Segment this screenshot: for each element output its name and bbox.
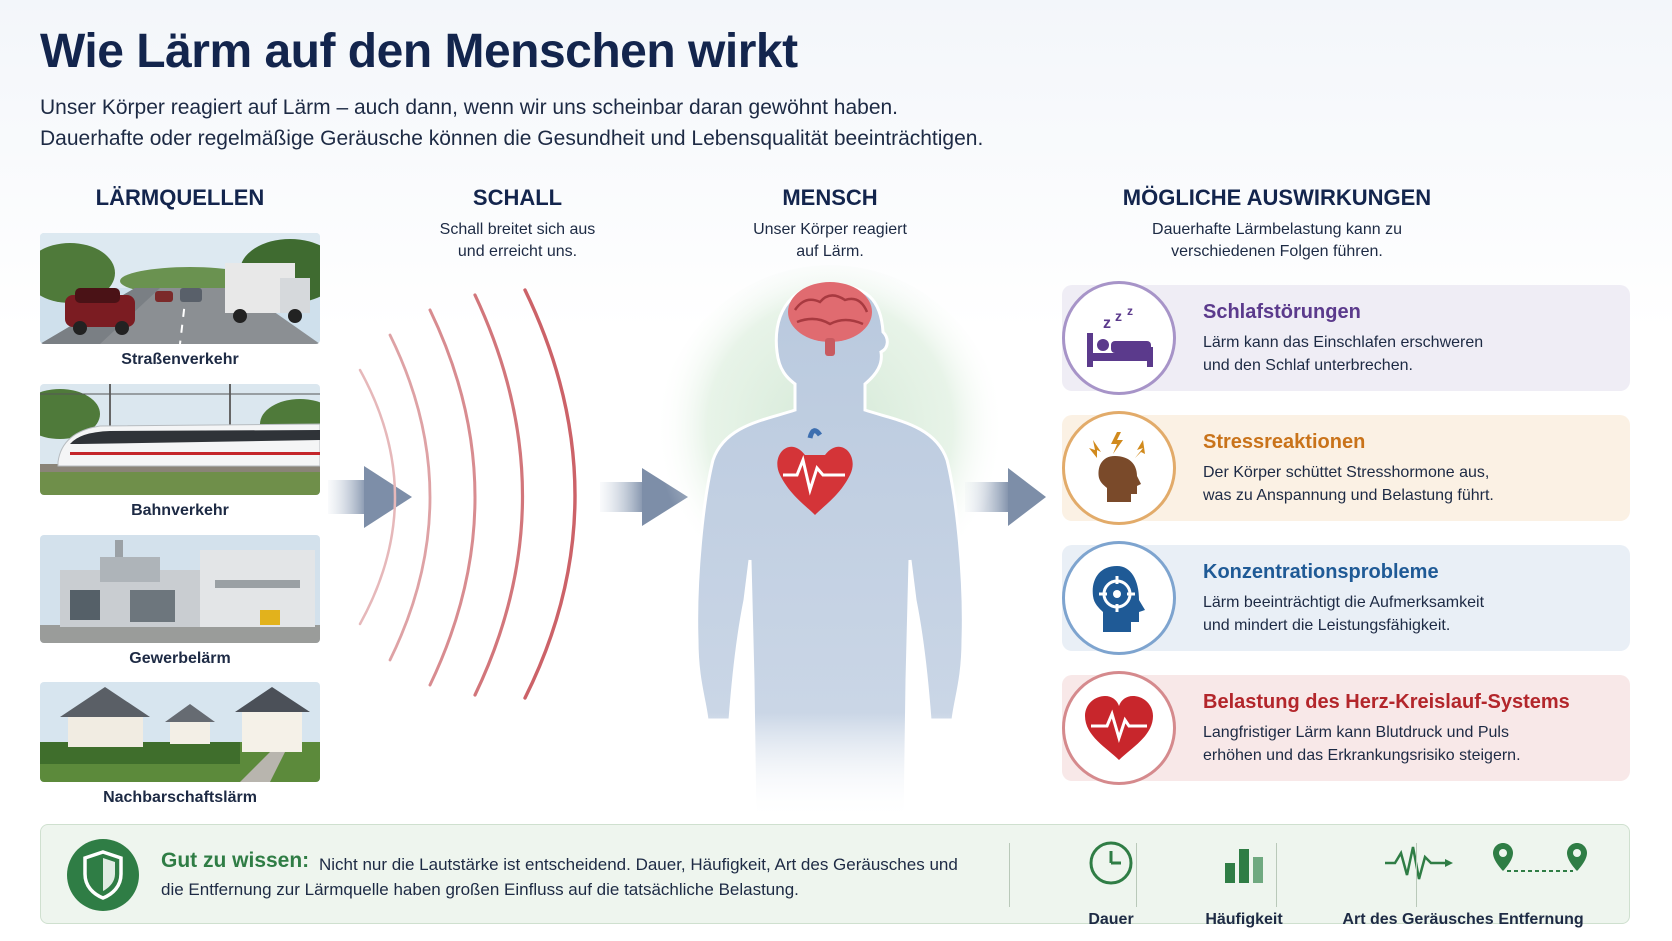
effect-text-cardio-line-1: Langfristiger Lärm kann Blutdruck und Pu… (1203, 724, 1509, 741)
effect-text-concentration-line-1: Lärm beeinträchtigt die Aufmerksamkeit (1203, 594, 1485, 611)
svg-text:z: z (1103, 315, 1111, 332)
road-traffic-photo (40, 233, 320, 344)
effects-subtext-line-1: Dauerhafte Lärmbelastung kann zu (1152, 221, 1402, 238)
source-label-train: Bahnverkehr (131, 502, 229, 519)
bar-chart-icon (1225, 849, 1263, 883)
effect-text-stress: Der Körper schüttet Stresshormone aus, w… (1203, 461, 1613, 507)
effect-text-concentration-line-2: und mindert die Leistungsfähigkeit. (1203, 617, 1451, 634)
focus-head-icon (1062, 541, 1176, 655)
effect-text-stress-line-2: was zu Anspannung und Belastung führt. (1203, 487, 1494, 504)
sources-heading: LÄRMQUELLEN (95, 185, 265, 210)
sound-wave-arcs (358, 288, 577, 700)
stress-head-icon (1062, 411, 1176, 525)
footer-divider (1276, 843, 1277, 907)
fact-label-distance: Entfernung (1498, 911, 1584, 928)
effect-text-stress-line-1: Der Körper schüttet Stresshormone aus, (1203, 464, 1490, 481)
effect-text-concentration: Lärm beeinträchtigt die Aufmerksamkeit u… (1203, 591, 1613, 637)
intro-line-2: Dauerhafte oder regelmäßige Geräusche kö… (40, 127, 984, 150)
sound-subtext-line-1: Schall breitet sich aus (439, 221, 596, 238)
distance-pins-icon (1493, 843, 1587, 872)
good-to-know-panel: Gut zu wissen: Nicht nur die Lautstärke … (40, 824, 1630, 928)
effect-text-cardio: Langfristiger Lärm kann Blutdruck und Pu… (1203, 721, 1613, 767)
brain-icon (788, 282, 872, 356)
clock-icon (1089, 841, 1133, 885)
effect-text-cardio-line-2: erhöhen und das Erkrankungsrisiko steige… (1203, 747, 1521, 764)
source-label-road: Straßenverkehr (121, 351, 239, 368)
good-to-know-title: Gut zu wissen: (161, 849, 310, 872)
footer-divider (1416, 843, 1417, 907)
footer-divider (1136, 843, 1137, 907)
sleep-bed-icon: z z z (1062, 281, 1176, 395)
effect-text-sleep-line-1: Lärm kann das Einschlafen erschweren (1203, 334, 1484, 351)
sound-heading: SCHALL (472, 185, 563, 210)
shield-icon (67, 839, 139, 911)
effect-title-stress: Stressreaktionen (1203, 431, 1366, 453)
human-heading: MENSCH (782, 185, 878, 210)
effects-subtext-line-2: verschiedenen Folgen führen. (1171, 243, 1383, 260)
human-subtext: Unser Körper reagiert auf Lärm. (705, 219, 955, 263)
train-photo (40, 384, 320, 495)
intro-line-1: Unser Körper reagiert auf Lärm – auch da… (40, 96, 899, 119)
source-card-neighborhood: Nachbarschaftslärm (40, 682, 320, 807)
svg-text:z: z (1127, 304, 1133, 318)
fact-label-noise-type: Art des Geräusches (1342, 911, 1494, 928)
effect-text-sleep-line-2: und den Schlaf unterbrechen. (1203, 357, 1413, 374)
factory-photo (40, 535, 320, 643)
source-label-industry: Gewerbelärm (129, 650, 231, 667)
sound-subtext-line-2: und erreicht uns. (457, 243, 578, 260)
effect-title-sleep: Schlafstörungen (1203, 301, 1361, 323)
source-card-train: Bahnverkehr (40, 384, 320, 520)
human-body-illustration (655, 265, 1005, 820)
source-card-road: Straßenverkehr (40, 233, 320, 369)
arrow-sources-to-sound (328, 466, 412, 528)
human-subtext-line-1: Unser Körper reagiert (753, 221, 907, 238)
page-title: Wie Lärm auf den Menschen wirkt (40, 25, 798, 78)
human-subtext-line-2: auf Lärm. (796, 243, 864, 260)
sound-subtext: Schall breitet sich aus und erreicht uns… (395, 219, 640, 263)
svg-text:z: z (1115, 308, 1122, 324)
fact-label-frequency: Häufigkeit (1205, 911, 1283, 928)
effect-title-cardio: Belastung des Herz-Kreislauf-Systems (1203, 691, 1570, 713)
waveform-icon (1385, 846, 1453, 880)
footer-divider (1009, 843, 1010, 907)
effects-heading: MÖGLICHE AUSWIRKUNGEN (1122, 185, 1432, 210)
heart-icon (777, 428, 853, 515)
source-label-neighborhood: Nachbarschaftslärm (103, 789, 257, 806)
effect-text-sleep: Lärm kann das Einschlafen erschweren und… (1203, 331, 1613, 377)
intro-text: Unser Körper reagiert auf Lärm – auch da… (40, 92, 983, 154)
good-to-know-text: Nicht nur die Lautstärke ist entscheiden… (161, 855, 958, 899)
fact-label-duration: Dauer (1088, 911, 1134, 928)
effects-subtext: Dauerhafte Lärmbelastung kann zu verschi… (1062, 219, 1492, 263)
effect-title-concentration: Konzentrationsprobleme (1203, 561, 1439, 583)
houses-photo (40, 682, 320, 782)
source-card-industry: Gewerbelärm (40, 535, 320, 668)
heart-pulse-icon (1062, 671, 1176, 785)
